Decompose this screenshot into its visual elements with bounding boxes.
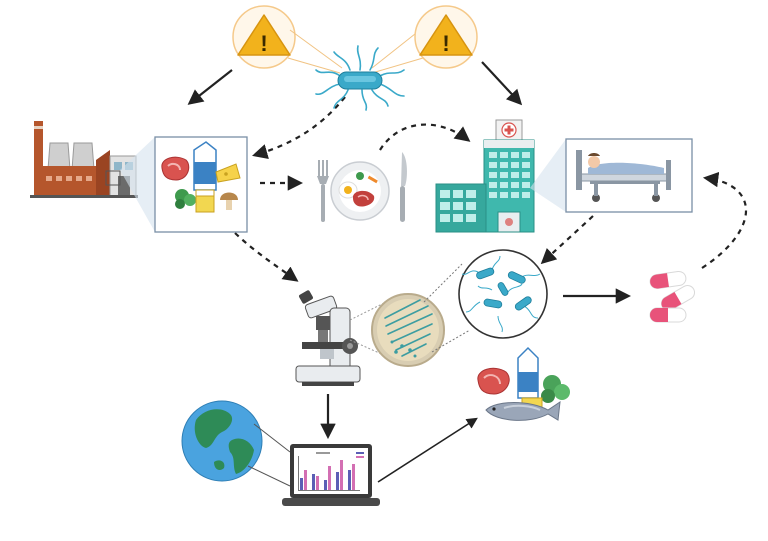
hospital-icon: [435, 119, 535, 233]
food-products-icon: [154, 136, 248, 233]
warning-left-mark: !: [260, 31, 267, 56]
capsule-pills-icon: [649, 270, 696, 323]
safe-food-icon: [477, 346, 570, 421]
bacterium-icon: [315, 45, 405, 111]
bacteria-culture-icon: [458, 249, 548, 339]
patient-zoom-wedge: [530, 139, 566, 212]
warning-right-mark: !: [442, 31, 449, 56]
culture-connector: [423, 263, 471, 353]
warning-right-icon: !: [414, 5, 478, 69]
edge-patient-to-culture: [540, 215, 594, 265]
edge-food-to-microscope: [234, 232, 299, 282]
edge-capsules-to-patient: [701, 171, 747, 269]
edge-warning-left-to-factory: [187, 69, 233, 105]
edge-meal-to-hospital: [379, 123, 471, 151]
warning-connector-lines: [287, 29, 424, 74]
globe-icon: [181, 400, 263, 482]
factory-icon: [30, 121, 138, 198]
food-zoom-wedge: [120, 137, 155, 232]
microscope-icon: [295, 290, 361, 386]
laptop-chart-icon: [282, 444, 380, 506]
patient-bed-icon: [565, 138, 693, 213]
edge-laptop-to-safe-food: [377, 417, 478, 483]
edges: [187, 61, 747, 483]
laptop-bar-chart: [298, 452, 364, 491]
edge-bacterium-to-food: [252, 96, 346, 160]
warning-left-icon: !: [232, 5, 296, 69]
meal-plate-icon: [317, 152, 407, 222]
petri-dish-icon: [371, 293, 445, 367]
edge-warning-right-to-hospital: [481, 61, 523, 106]
globe-connector: [247, 423, 291, 487]
